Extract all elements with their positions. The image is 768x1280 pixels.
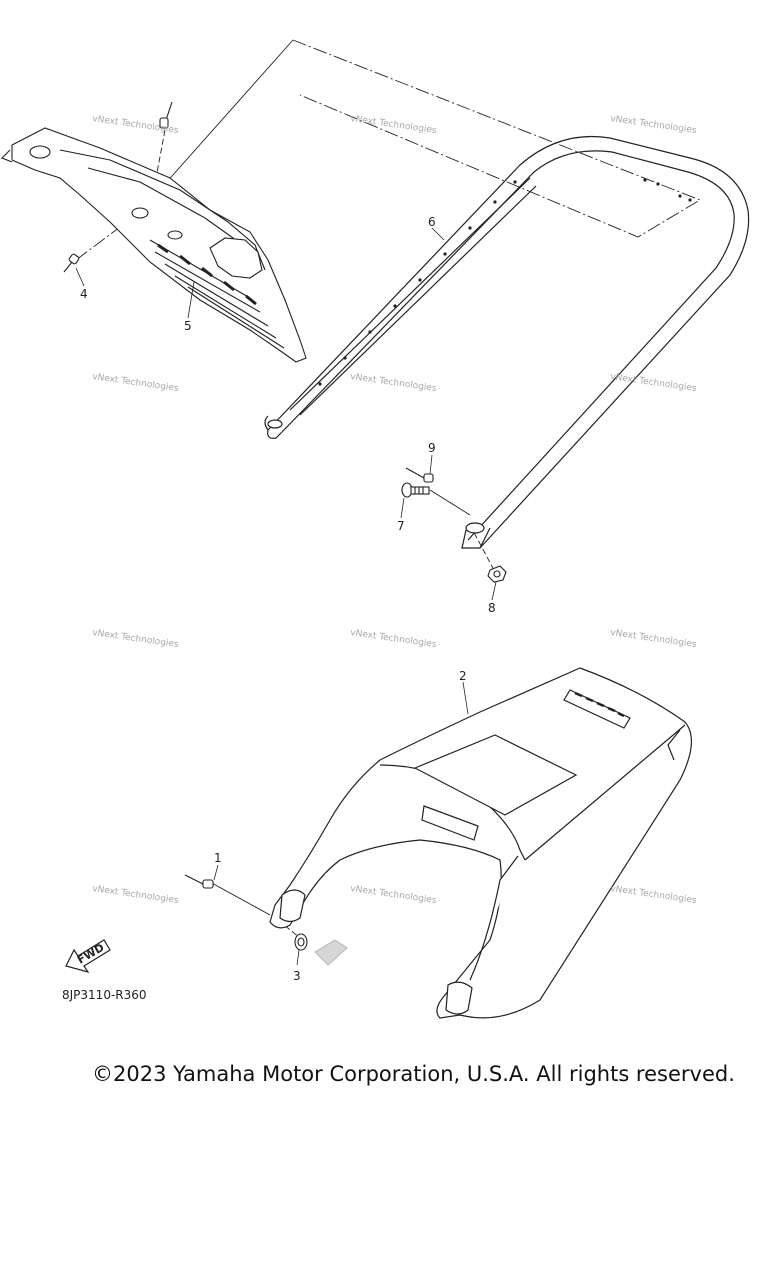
callout-4: 4 [80,287,88,301]
copyright-notice: ©2023 Yamaha Motor Corporation, U.S.A. A… [92,1062,735,1086]
callout-7: 7 [397,519,405,533]
watermark: vNext Technologies [610,884,698,906]
rear-seat-part [269,667,693,1019]
watermark: vNext Technologies [610,114,698,136]
seat-logo-stripe [563,689,631,729]
watermark: vNext Technologies [610,372,698,394]
grab-bar-part [264,135,750,549]
callout-3: 3 [293,969,301,983]
diagram-reference-code: 8JP3110-R360 [62,988,147,1002]
rivet-part-4 [63,253,80,273]
watermark: vNext Technologies [610,628,698,650]
callout-8: 8 [488,601,496,615]
rear-fender-part [1,127,307,363]
watermark: vNext Technologies [350,628,438,650]
rivet-part-4-top [159,101,173,129]
nut-part-8 [487,565,507,583]
fwd-label: FWD [75,941,106,967]
callout-2: 2 [459,669,467,683]
callout-numbers: 1 2 3 4 5 6 7 8 9 [80,215,496,983]
callout-9: 9 [428,441,436,455]
watermark: vNext Technologies [92,884,180,906]
callout-6: 6 [428,215,436,229]
bolt-part-7 [401,482,430,498]
watermark: vNext Technologies [350,372,438,394]
watermark: vNext Technologies [92,628,180,650]
rivet-part-9 [405,467,434,483]
callout-1: 1 [214,851,222,865]
watermark: vNext Technologies [350,114,438,136]
grommet-part-3 [294,933,348,966]
callout-5: 5 [184,319,192,333]
fwd-arrow-icon: FWD [65,939,111,974]
rivet-part-1 [184,874,214,889]
parts-diagram: 1 2 3 4 5 6 7 8 9 vNext Technologies vNe… [1,39,750,1019]
reference-lines [75,39,702,939]
watermark: vNext Technologies [92,114,180,136]
watermark: vNext Technologies [92,372,180,394]
watermark: vNext Technologies [350,884,438,906]
callout-leaders [75,227,497,966]
